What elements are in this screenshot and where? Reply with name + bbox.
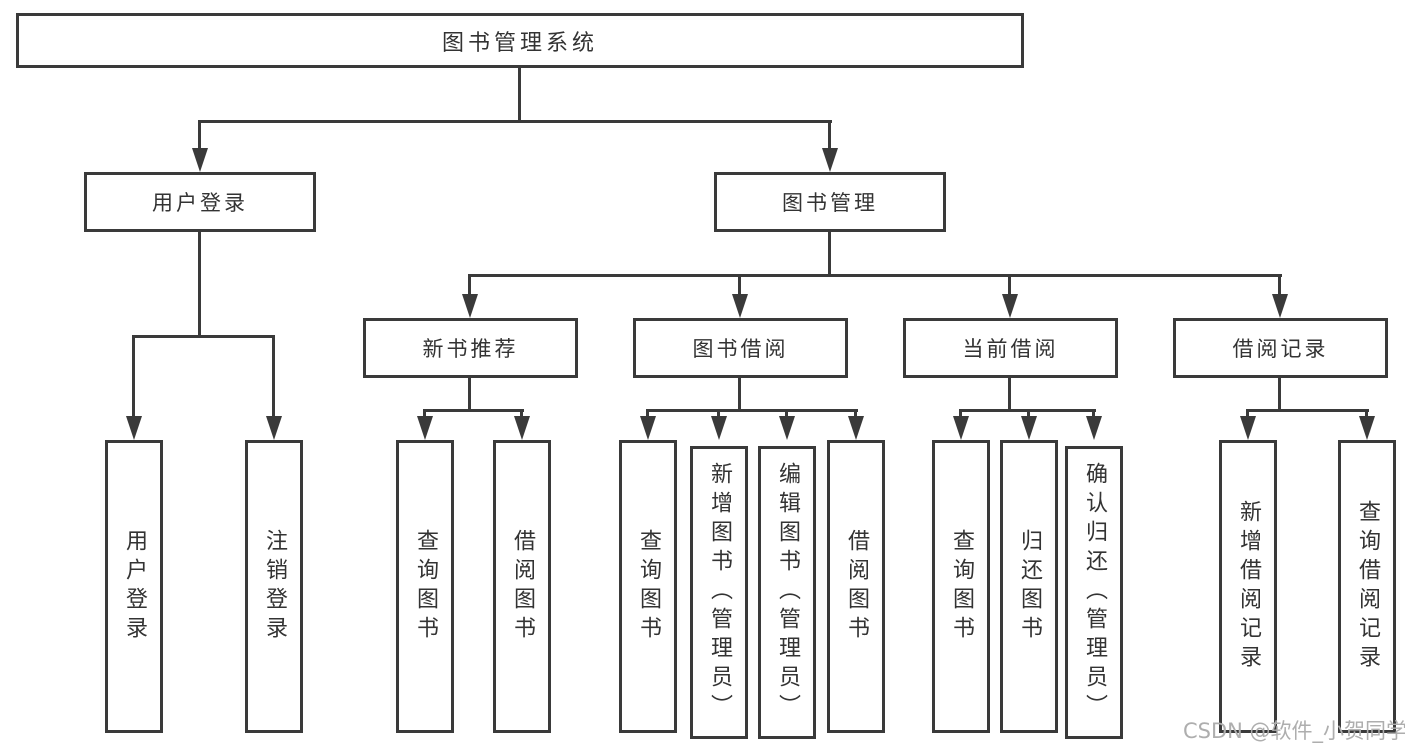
arrowhead-down-icon xyxy=(732,294,748,318)
connector-leaf-a2-drop xyxy=(272,335,275,420)
connector-current-borrow-stem xyxy=(1008,378,1011,411)
leaf-confirm-return-admin: 确认归还（管理员） xyxy=(1065,446,1123,739)
connector-leaf-b1-drop xyxy=(423,409,426,421)
connector-leaf-e1-drop xyxy=(1246,409,1249,421)
arrowhead-down-icon xyxy=(1272,294,1288,318)
connector-leaf-d1-drop xyxy=(959,409,962,421)
leaf-query-books-borrow: 查询图书 xyxy=(619,440,677,733)
connector-group-e-branch xyxy=(1246,409,1369,412)
connector-book-borrow-stem xyxy=(738,378,741,411)
node-user-login: 用户登录 xyxy=(84,172,316,232)
connector-book-borrow-drop xyxy=(738,274,741,296)
node-current-borrowing: 当前借阅 xyxy=(903,318,1118,378)
node-new-book-recommend: 新书推荐 xyxy=(363,318,578,378)
arrowhead-down-icon xyxy=(848,416,864,440)
leaf-user-login: 用户登录 xyxy=(105,440,163,733)
arrowhead-down-icon xyxy=(711,416,727,440)
connector-level3-branch xyxy=(468,274,1282,277)
leaf-query-borrow-record: 查询借阅记录 xyxy=(1338,440,1396,733)
arrowhead-down-icon xyxy=(1002,294,1018,318)
connector-current-borrow-drop xyxy=(1008,274,1011,296)
node-book-borrowing: 图书借阅 xyxy=(633,318,848,378)
connector-user-login-drop xyxy=(198,120,201,150)
arrowhead-down-icon xyxy=(192,148,208,172)
connector-leaf-c4-drop xyxy=(854,409,857,421)
leaf-logout: 注销登录 xyxy=(245,440,303,733)
connector-group-a-branch xyxy=(132,335,275,338)
arrowhead-down-icon xyxy=(779,416,795,440)
arrowhead-down-icon xyxy=(822,148,838,172)
leaf-borrow-books-recommend: 借阅图书 xyxy=(493,440,551,733)
node-book-management: 图书管理 xyxy=(714,172,946,232)
arrowhead-down-icon xyxy=(462,294,478,318)
connector-leaf-c2-drop xyxy=(717,409,720,421)
arrowhead-down-icon xyxy=(953,416,969,440)
leaf-return-books: 归还图书 xyxy=(1000,440,1058,733)
leaf-query-books-recommend: 查询图书 xyxy=(396,440,454,733)
connector-leaf-d3-drop xyxy=(1092,409,1095,421)
connector-leaf-c3-drop xyxy=(785,409,788,421)
leaf-query-books-current: 查询图书 xyxy=(932,440,990,733)
arrowhead-down-icon xyxy=(514,416,530,440)
node-borrowing-records: 借阅记录 xyxy=(1173,318,1388,378)
arrowhead-down-icon xyxy=(126,416,142,440)
connector-group-c-branch xyxy=(646,409,858,412)
arrowhead-down-icon xyxy=(266,416,282,440)
arrowhead-down-icon xyxy=(417,416,433,440)
connector-leaf-a1-drop xyxy=(132,335,135,420)
arrowhead-down-icon xyxy=(640,416,656,440)
arrowhead-down-icon xyxy=(1359,416,1375,440)
connector-root-stem xyxy=(518,68,521,122)
leaf-edit-books-admin: 编辑图书（管理员） xyxy=(758,446,816,739)
arrowhead-down-icon xyxy=(1021,416,1037,440)
leaf-add-books-admin: 新增图书（管理员） xyxy=(690,446,748,739)
connector-leaf-b2-drop xyxy=(520,409,523,421)
connector-user-login-stem xyxy=(198,232,201,337)
connector-new-books-stem xyxy=(468,378,471,411)
connector-borrow-records-stem xyxy=(1278,378,1281,411)
connector-borrow-records-drop xyxy=(1278,274,1281,296)
leaf-borrow-books: 借阅图书 xyxy=(827,440,885,733)
arrowhead-down-icon xyxy=(1086,416,1102,440)
connector-root-branch xyxy=(198,120,832,123)
connector-new-books-drop xyxy=(468,274,471,296)
csdn-watermark: CSDN @软件_小贺同学 xyxy=(1183,719,1405,743)
connector-leaf-e2-drop xyxy=(1365,409,1368,421)
node-root-system: 图书管理系统 xyxy=(16,13,1024,68)
connector-leaf-c1-drop xyxy=(646,409,649,421)
connector-book-mgmt-drop xyxy=(828,120,831,150)
connector-leaf-d2-drop xyxy=(1027,409,1030,421)
leaf-add-borrow-record: 新增借阅记录 xyxy=(1219,440,1277,733)
arrowhead-down-icon xyxy=(1240,416,1256,440)
connector-group-b-branch xyxy=(423,409,524,412)
connector-book-mgmt-stem xyxy=(828,232,831,276)
